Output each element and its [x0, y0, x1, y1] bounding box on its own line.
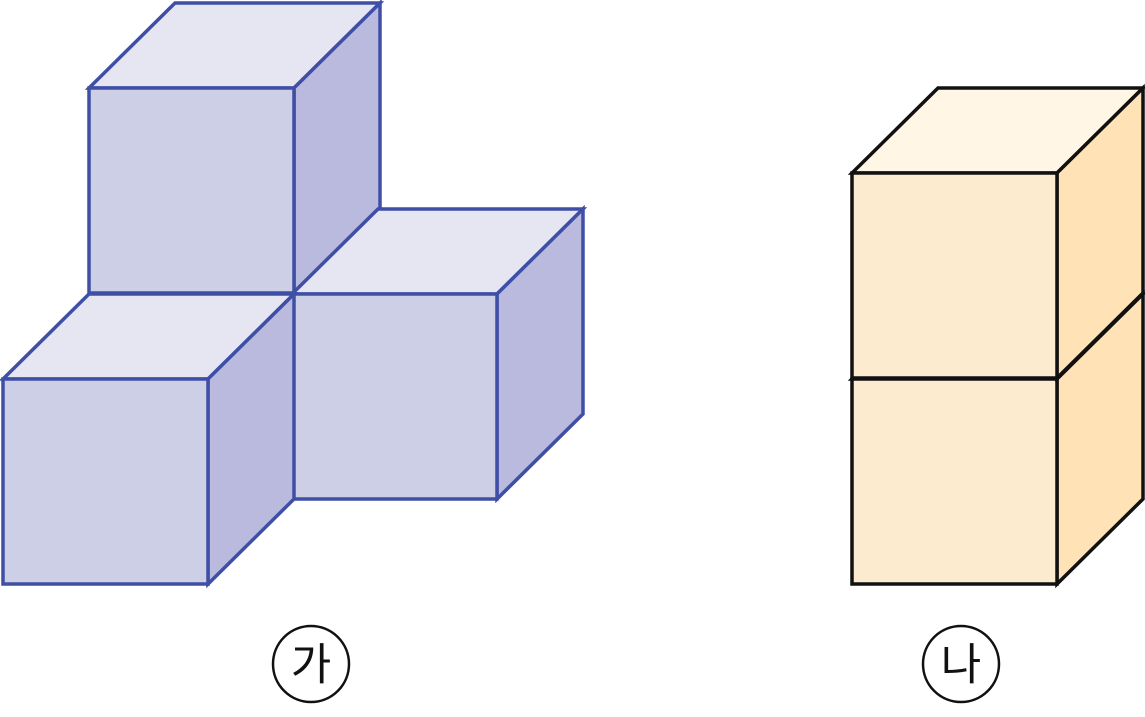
cube-front-face	[850, 377, 1059, 586]
figure-a-label: 가	[271, 624, 351, 704]
figure-a-cube-front	[0, 289, 299, 589]
cube-front-face	[290, 292, 499, 501]
figure-a-label-circle	[271, 624, 351, 704]
figure-b-cubes	[847, 83, 1145, 589]
figure-b-label-text: 나	[941, 640, 981, 691]
figure-b-label: 나	[921, 624, 1001, 704]
cube-front-face	[87, 86, 296, 295]
figure-a-cubes	[0, 0, 588, 589]
cube-front-face	[1, 377, 210, 586]
figure-b-cube-top	[847, 83, 1145, 383]
figure-a-label-text: 가	[291, 640, 331, 691]
cube-front-face	[850, 171, 1059, 380]
figure-b-label-circle	[921, 624, 1001, 704]
figure-a-cube-back-right	[287, 204, 588, 504]
figure-a-cube-top	[84, 0, 385, 298]
